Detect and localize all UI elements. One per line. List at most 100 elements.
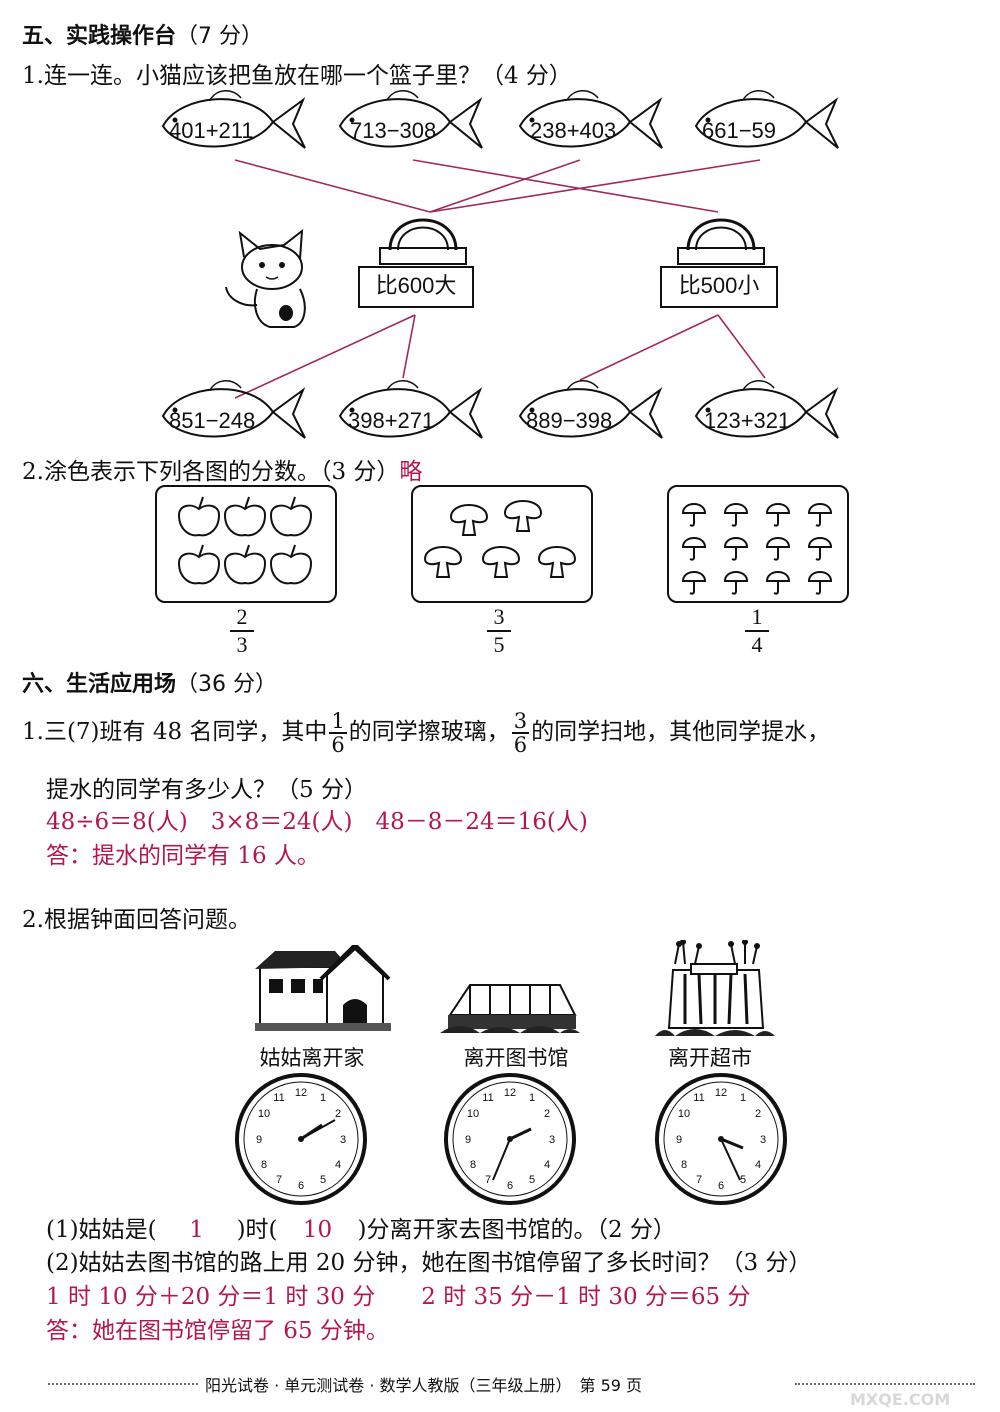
apples-card[interactable] (155, 485, 337, 603)
basket-label-greater-600[interactable]: 比600大 (358, 266, 474, 308)
svg-text:9: 9 (676, 1134, 682, 1146)
footer-text: 阳光试卷 · 单元测试卷 · 数学人教版（三年级上册） 第 59 页 (205, 1376, 643, 1395)
svg-text:11: 11 (482, 1092, 493, 1104)
svg-text:10: 10 (678, 1108, 690, 1120)
section5-q2-text: 2.涂色表示下列各图的分数。（3 分）略 (22, 459, 423, 485)
section6-q2-sub2: (2)姑姑去图书馆的路上用 20 分钟，她在图书馆停留了多长时间？（3 分） (46, 1250, 812, 1276)
fish-icon (518, 90, 663, 149)
section5-title: 五、实践操作台（7 分） (22, 24, 264, 49)
section6-q2-answer: 答：她在图书馆停留了 65 分钟。 (46, 1318, 389, 1344)
section6-q2-sub1: (1)姑姑是(1)时(10)分离开家去图书馆的。（2 分） (46, 1217, 676, 1243)
fish-expression: 238+403 (530, 118, 617, 143)
svg-text:8: 8 (681, 1159, 687, 1171)
section6-q1-line2: 提水的同学有多少人？（5 分） (46, 777, 367, 803)
section6-q2-text: 2.根据钟面回答问题。 (22, 907, 251, 933)
fish-bottom-3[interactable]: 889−398 (512, 372, 667, 454)
svg-text:5: 5 (320, 1174, 326, 1186)
svg-text:2: 2 (755, 1108, 761, 1120)
fish-bottom-1[interactable]: 851−248 (155, 372, 310, 454)
section6-q1-answer: 答：提水的同学有 16 人。 (46, 843, 320, 869)
fish-icon (338, 90, 483, 149)
svg-text:5: 5 (740, 1174, 746, 1186)
house-icon (255, 945, 391, 1031)
fish-expression: 851−248 (169, 408, 256, 433)
fish-top-4[interactable]: 661−59 (688, 82, 843, 164)
svg-text:1: 1 (740, 1092, 746, 1104)
fish-expression: 713−308 (350, 118, 437, 143)
svg-text:3: 3 (760, 1134, 766, 1146)
svg-text:9: 9 (465, 1134, 471, 1146)
cat-icon (225, 228, 306, 328)
svg-text:9: 9 (256, 1134, 262, 1146)
svg-text:12: 12 (504, 1087, 516, 1099)
svg-text:2: 2 (335, 1108, 341, 1120)
fish-icon (694, 90, 839, 149)
svg-text:3: 3 (549, 1134, 555, 1146)
answer-omitted: 略 (399, 459, 423, 485)
svg-text:7: 7 (276, 1174, 282, 1186)
fish-expression: 661−59 (702, 118, 777, 143)
svg-text:8: 8 (470, 1159, 476, 1171)
svg-text:11: 11 (273, 1092, 284, 1104)
svg-text:10: 10 (258, 1108, 270, 1120)
fish-expression: 889−398 (526, 408, 613, 433)
umbrellas-card[interactable] (667, 485, 849, 603)
blank-minute[interactable]: 10 (302, 1217, 333, 1243)
umbrella-icon (681, 503, 833, 595)
basket-icon (677, 218, 765, 265)
watermark: MXQE.COM (850, 1390, 951, 1409)
clock-caption-supermarket: 离开超市 (668, 1046, 752, 1070)
svg-text:7: 7 (485, 1174, 491, 1186)
fish-top-2[interactable]: 713−308 (332, 82, 487, 164)
svg-text:6: 6 (718, 1180, 724, 1192)
fish-expression: 401+211 (169, 118, 254, 143)
svg-text:5: 5 (529, 1174, 535, 1186)
fish-icon (338, 380, 483, 439)
section6-q1-calc: 48÷6＝8(人) 3×8＝24(人) 48－8－24＝16(人) (46, 809, 588, 835)
svg-text:4: 4 (335, 1159, 341, 1171)
svg-text:2: 2 (544, 1108, 550, 1120)
blank-hour[interactable]: 1 (189, 1217, 204, 1243)
svg-text:11: 11 (693, 1092, 704, 1104)
fish-bottom-4[interactable]: 123+321 (688, 372, 843, 454)
clock-caption-library: 离开图书馆 (463, 1046, 569, 1070)
basket-icon (379, 218, 467, 265)
svg-text:7: 7 (696, 1174, 702, 1186)
mushrooms-card[interactable] (411, 485, 593, 603)
mushroom-icon (423, 500, 577, 578)
supermarket-icon (655, 940, 775, 1036)
fish-top-1[interactable]: 401+211 (155, 82, 310, 164)
fish-top-3[interactable]: 238+403 (512, 82, 667, 164)
apple-icon (177, 496, 313, 585)
fish-icon (694, 380, 839, 439)
library-icon (440, 984, 580, 1033)
section5-q1-text: 1.连一连。小猫应该把鱼放在哪一个篮子里？（4 分） (22, 63, 572, 89)
footer-rule-right (795, 1383, 975, 1385)
svg-text:12: 12 (295, 1087, 307, 1099)
clock-caption-home: 姑姑离开家 (259, 1046, 365, 1070)
svg-text:6: 6 (507, 1180, 513, 1192)
svg-text:4: 4 (544, 1159, 550, 1171)
section6-title: 六、生活应用场（36 分） (22, 672, 278, 697)
fish-icon (518, 380, 663, 439)
footer-rule-left (48, 1383, 198, 1385)
svg-text:6: 6 (298, 1180, 304, 1192)
svg-text:10: 10 (467, 1108, 479, 1120)
fish-bottom-2[interactable]: 398+271 (332, 372, 487, 454)
svg-text:1: 1 (320, 1092, 326, 1104)
svg-text:3: 3 (340, 1134, 346, 1146)
fish-icon (161, 90, 306, 149)
fish-icon (161, 380, 306, 439)
fish-expression: 123+321 (704, 408, 791, 433)
svg-text:12: 12 (715, 1087, 727, 1099)
basket-label-less-500[interactable]: 比500小 (660, 266, 778, 308)
